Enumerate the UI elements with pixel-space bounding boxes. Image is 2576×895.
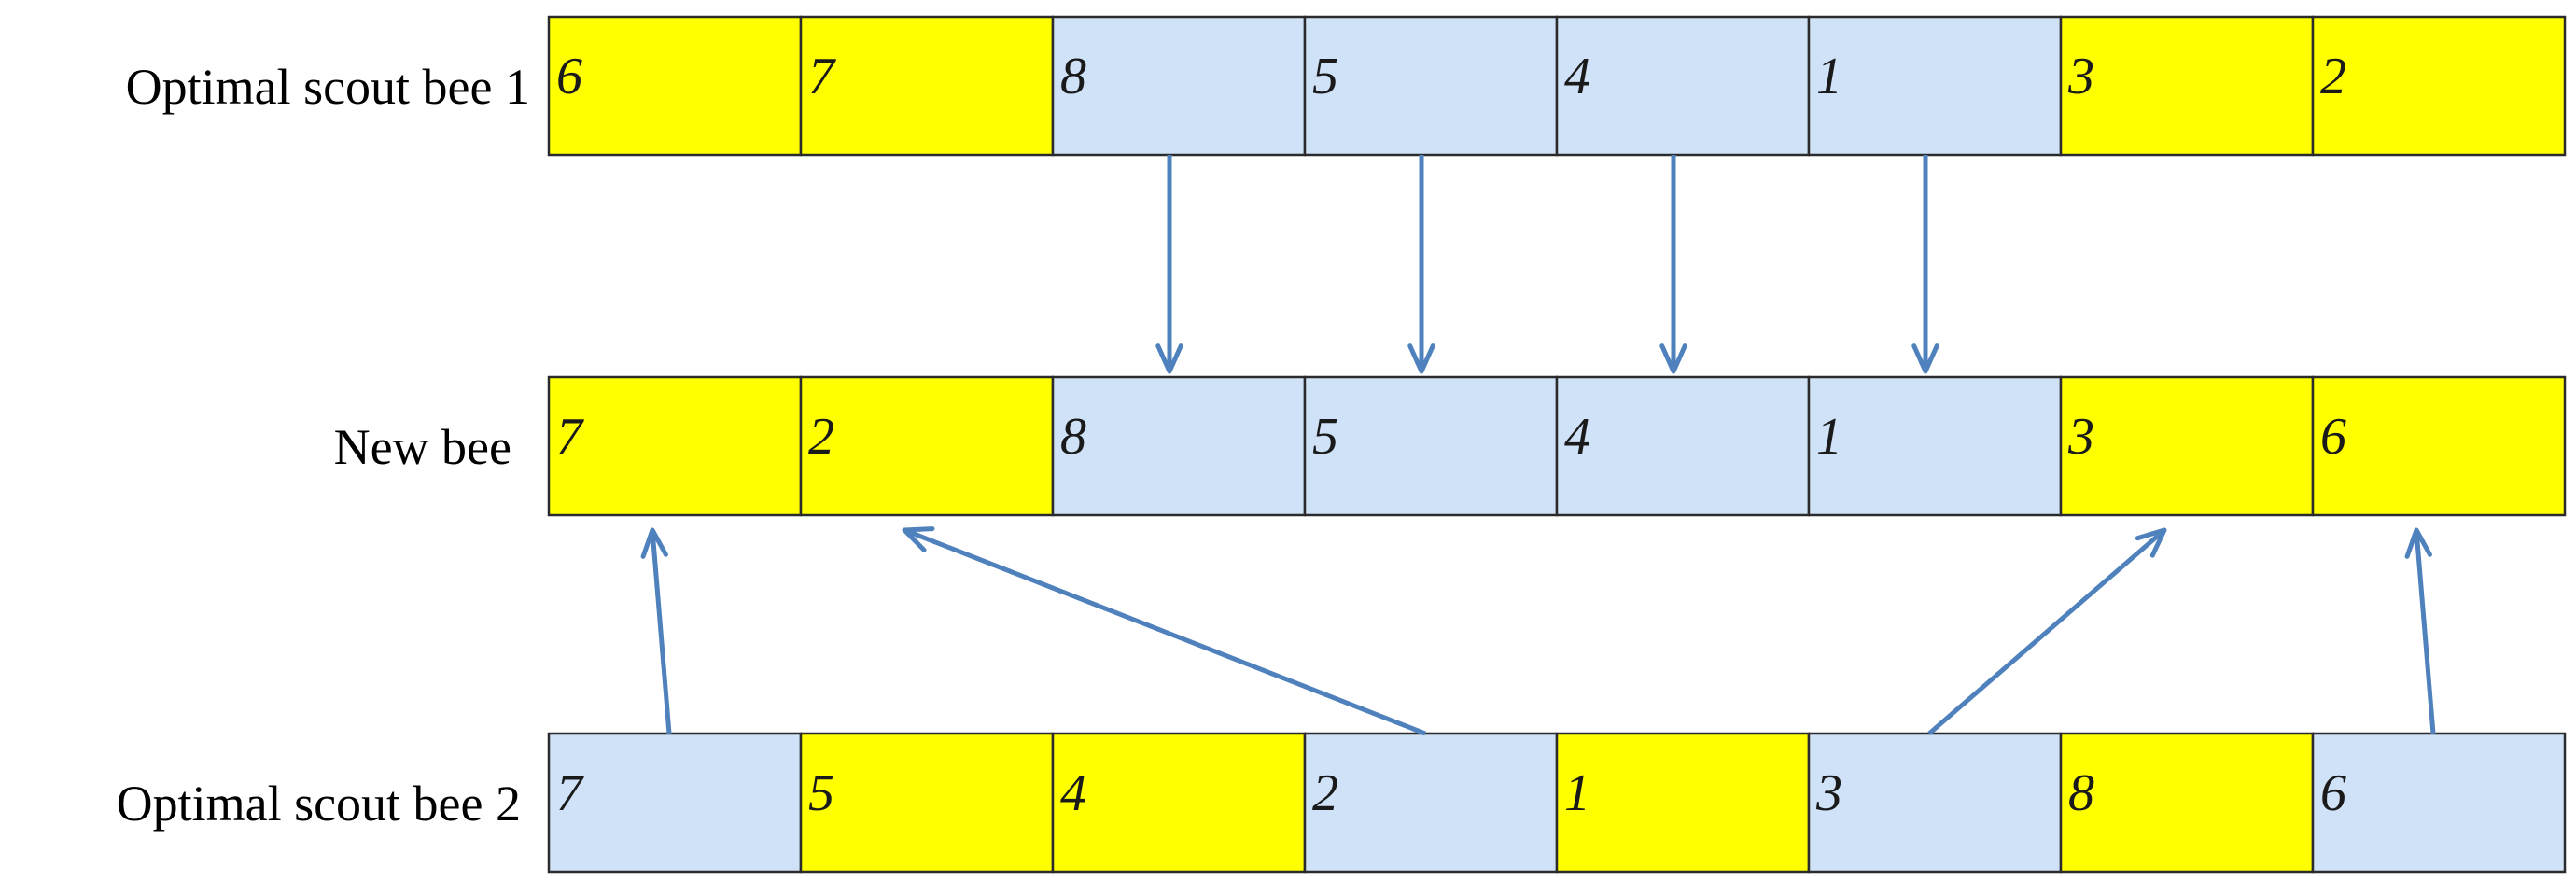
gene-cell: 2	[799, 375, 1055, 517]
gene-cell-background	[2059, 732, 2315, 874]
arrow-head	[640, 527, 668, 559]
gene-cell: 8	[2059, 732, 2315, 874]
gene-cell: 7	[547, 375, 803, 517]
gene-value: 3	[2067, 408, 2094, 466]
gene-cell: 6	[2311, 732, 2567, 874]
gene-cell-background	[2311, 732, 2567, 874]
gene-value: 8	[1060, 48, 1086, 105]
row-label-scout-bee-2: Optimal scout bee 2	[117, 776, 521, 832]
arrow-shaft	[650, 529, 672, 734]
arrow-head	[1911, 343, 1939, 374]
inheritance-arrow	[1407, 155, 1435, 374]
gene-cell-background	[2311, 15, 2567, 157]
row-label-new-bee: New bee	[334, 419, 511, 475]
inheritance-arrow	[1155, 155, 1183, 374]
gene-cell: 5	[799, 732, 1055, 874]
gene-cell-background	[2059, 375, 2315, 517]
gene-value: 2	[808, 408, 834, 466]
gene-value: 3	[1815, 764, 1842, 822]
gene-value: 1	[1564, 764, 1590, 822]
row-label-scout-bee-1: Optimal scout bee 1	[126, 59, 530, 115]
gene-cell: 3	[2059, 375, 2315, 517]
row-labels: Optimal scout bee 1 New bee Optimal scou…	[117, 59, 530, 832]
gene-value: 5	[1312, 48, 1338, 105]
inheritance-arrow	[1659, 155, 1687, 374]
gene-cell-background	[1807, 375, 2063, 517]
arrow-head	[902, 526, 935, 552]
gene-value: 8	[1060, 408, 1086, 466]
inheritance-arrow	[1927, 527, 2167, 735]
gene-value: 7	[808, 48, 836, 105]
gene-cell: 1	[1807, 375, 2063, 517]
gene-cell: 2	[1303, 732, 1559, 874]
arrow-head	[2404, 527, 2432, 559]
gene-value: 2	[1312, 764, 1338, 822]
gene-cell-background	[1555, 732, 1811, 874]
gene-cell-background	[1051, 375, 1307, 517]
chromosome-cells: 6 7 8 5 4 1 3 2 7 2 8 5 4 1 3 6 7 5 4 2 1 3 8 6	[547, 15, 2567, 874]
gene-cell-background	[547, 375, 803, 517]
gene-cell-background	[1807, 732, 2063, 874]
gene-cell-background	[799, 375, 1055, 517]
gene-value: 5	[1312, 408, 1338, 466]
gene-cell: 6	[2311, 375, 2567, 517]
gene-cell-background	[1807, 15, 2063, 157]
gene-cell-background	[1555, 15, 1811, 157]
gene-cell-background	[547, 732, 803, 874]
gene-cell-background	[1303, 375, 1559, 517]
gene-cell: 8	[1051, 375, 1307, 517]
gene-value: 3	[2067, 48, 2094, 105]
gene-value: 5	[808, 764, 834, 822]
gene-cell-background	[799, 732, 1055, 874]
gene-cell-background	[1051, 15, 1307, 157]
gene-cell-background	[1051, 732, 1307, 874]
arrow-head	[2135, 527, 2167, 558]
gene-cell-background	[2059, 15, 2315, 157]
arrow-shaft	[2414, 529, 2436, 734]
gene-cell: 4	[1555, 375, 1811, 517]
gene-cell: 3	[2059, 15, 2315, 157]
arrow-shaft	[1927, 528, 2166, 735]
gene-value: 8	[2068, 764, 2094, 822]
gene-value: 4	[1564, 408, 1590, 466]
gene-cell: 8	[1051, 15, 1307, 157]
gene-cell-background	[1555, 375, 1811, 517]
gene-cell-background	[547, 15, 803, 157]
inheritance-arrow	[902, 526, 1426, 736]
gene-cell: 4	[1555, 15, 1811, 157]
inheritance-arrow	[1911, 155, 1939, 374]
gene-cell: 5	[1303, 15, 1559, 157]
gene-cell: 7	[799, 15, 1055, 157]
gene-cell: 6	[547, 15, 803, 157]
gene-cell: 2	[2311, 15, 2567, 157]
arrow-head	[1659, 343, 1687, 374]
inheritance-arrow	[640, 527, 672, 734]
gene-value: 6	[2320, 408, 2346, 466]
gene-value: 7	[556, 408, 584, 466]
gene-cell: 1	[1807, 15, 2063, 157]
inheritance-arrows	[640, 155, 2436, 736]
gene-value: 1	[1816, 408, 1842, 466]
gene-cell: 1	[1555, 732, 1811, 874]
gene-cell: 4	[1051, 732, 1307, 874]
gene-cell-background	[2311, 375, 2567, 517]
gene-cell: 5	[1303, 375, 1559, 517]
gene-value: 4	[1564, 48, 1590, 105]
gene-cell-background	[1303, 732, 1559, 874]
gene-value: 4	[1060, 764, 1086, 822]
gene-value: 2	[2320, 48, 2346, 105]
gene-cell-background	[1303, 15, 1559, 157]
gene-cell-background	[799, 15, 1055, 157]
gene-cell: 3	[1807, 732, 2063, 874]
gene-value: 6	[556, 48, 582, 105]
gene-cell: 7	[547, 732, 803, 874]
gene-value: 1	[1816, 48, 1842, 105]
gene-value: 6	[2320, 764, 2346, 822]
inheritance-arrow	[2404, 527, 2436, 734]
arrow-head	[1407, 343, 1435, 374]
arrow-shaft	[903, 527, 1426, 736]
arrow-head	[1155, 343, 1183, 374]
gene-value: 7	[556, 764, 584, 822]
